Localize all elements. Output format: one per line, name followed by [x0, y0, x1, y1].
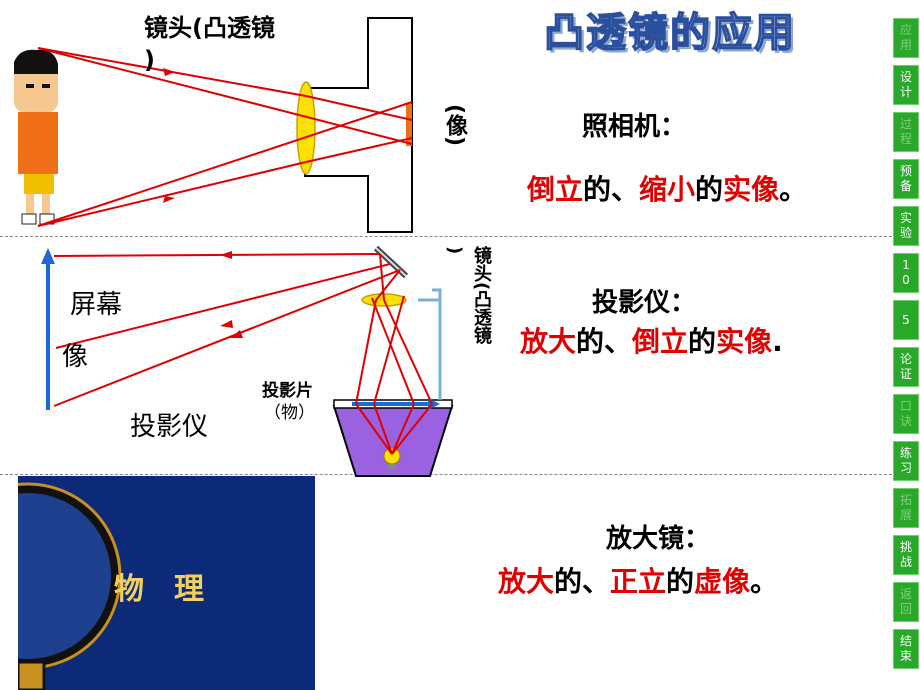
desc-part: 的、 [576, 325, 633, 358]
magnifier-book-image: 物理 [18, 476, 315, 690]
desc-part: 的、 [583, 173, 640, 206]
magnifying-glass [18, 482, 122, 690]
screen-label: 屏幕 [70, 290, 123, 320]
desc-part: 正立 [610, 565, 667, 598]
sidebar-item-11[interactable]: 挑战 [893, 535, 919, 575]
projector-rays [53, 253, 433, 455]
section-divider [0, 474, 892, 475]
magnifier-description: 放大的、正立的虚像。 [498, 560, 778, 600]
sidebar-item-12[interactable]: 返回 [893, 582, 919, 622]
projector-bottom-label: 投影仪 [130, 412, 209, 442]
camera-lens-label: 镜头(凸透镜 [144, 14, 275, 42]
desc-part: . [772, 325, 783, 358]
desc-part: 倒立 [527, 173, 584, 206]
desc-part: 放大 [498, 565, 555, 598]
projector-diagram [41, 245, 454, 477]
section-divider [0, 236, 892, 237]
slide-label: 投影片 [262, 381, 313, 401]
camera-diagram [14, 17, 413, 233]
sidebar-item-3[interactable]: 预备 [893, 159, 919, 199]
page-title: 凸透镜的应用 [543, 9, 796, 57]
sidebar-item-8[interactable]: 口诀 [893, 394, 919, 434]
boy-figure [14, 49, 58, 225]
desc-part: 虚像 [694, 565, 751, 598]
sidebar-item-0[interactable]: 应用 [893, 18, 919, 58]
book-title: 物理 [114, 572, 234, 607]
desc-part: 。 [750, 565, 779, 598]
desc-part: 倒立 [632, 325, 689, 358]
projector-lens-label-end: ) [444, 246, 465, 255]
sidebar-item-10[interactable]: 拓展 [893, 488, 919, 528]
sidebar-item-4[interactable]: 实验 [893, 206, 919, 246]
desc-part: 实像 [716, 325, 773, 358]
bulb [383, 447, 401, 465]
magnifier-heading: 放大镜： [606, 524, 711, 554]
desc-part: 。 [779, 173, 808, 206]
camera-rays [37, 47, 413, 227]
desc-part: 的 [688, 325, 717, 358]
camera-heading: 照相机： [582, 112, 687, 142]
projector-description: 放大的、倒立的实像. [520, 320, 783, 360]
slide-sublabel: （物） [264, 403, 315, 423]
sidebar-item-6[interactable]: 5 [893, 300, 919, 340]
sidebar-item-5[interactable]: 10 [893, 253, 919, 293]
desc-part: 的 [695, 173, 724, 206]
camera-body [304, 17, 413, 233]
sidebar-item-13[interactable]: 结束 [893, 629, 919, 669]
camera-description: 倒立的、缩小的实像。 [527, 168, 807, 208]
projector-heading: 投影仪： [592, 288, 697, 318]
sidebar-item-7[interactable]: 论证 [893, 347, 919, 387]
projector-image-label: 像 [62, 342, 89, 372]
camera-lens [296, 81, 316, 175]
desc-part: 放大 [520, 325, 577, 358]
desc-part: 实像 [723, 173, 780, 206]
desc-part: 的、 [554, 565, 611, 598]
desc-part: 的 [666, 565, 695, 598]
projector-lens-label: 镜头(凸透镜 [471, 246, 492, 345]
sidebar-item-2[interactable]: 过程 [893, 112, 919, 152]
sidebar-item-9[interactable]: 练习 [893, 441, 919, 481]
camera-image-label: (像) [442, 104, 467, 147]
camera-image [406, 104, 412, 146]
camera-lens-label-end: ) [144, 46, 155, 74]
desc-part: 缩小 [639, 173, 696, 206]
sidebar-item-1[interactable]: 设计 [893, 65, 919, 105]
